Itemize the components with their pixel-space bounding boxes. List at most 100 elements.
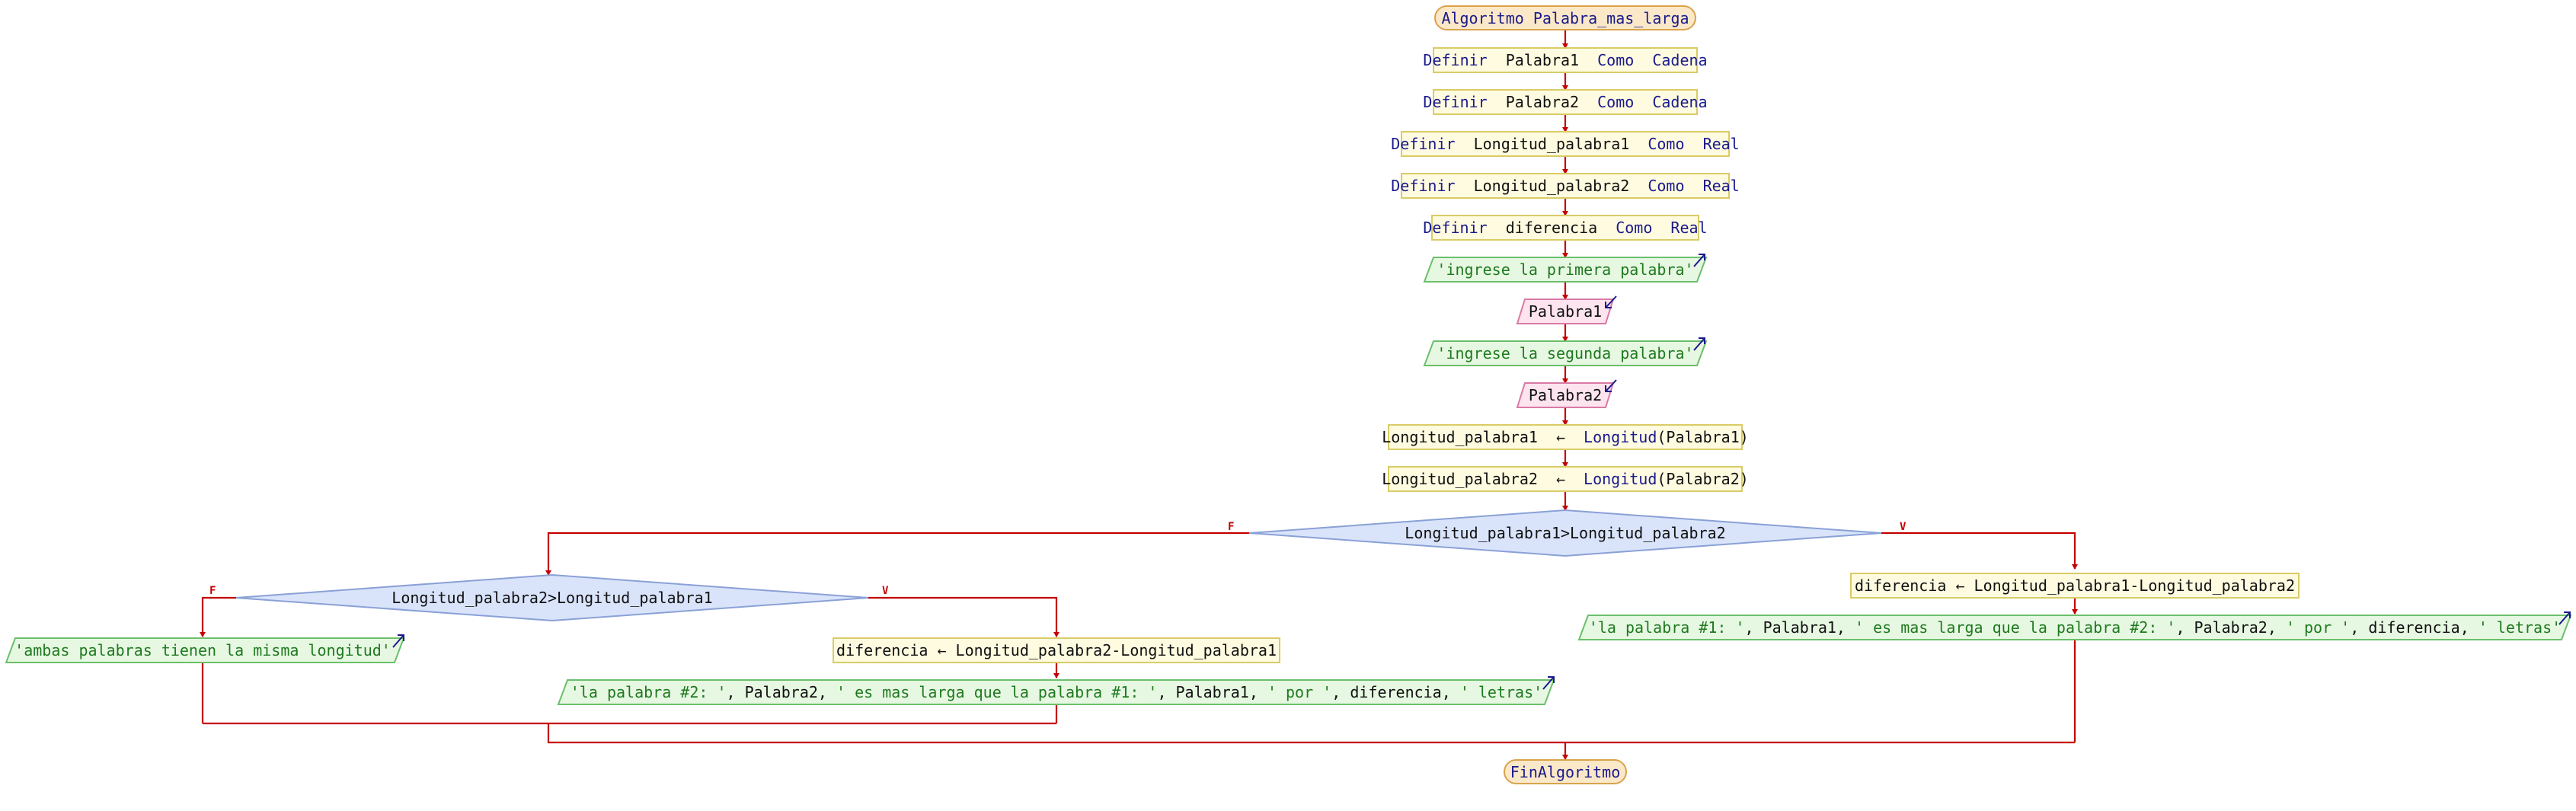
output-vars: , diferencia, [2350,618,2479,637]
output-arrow-icon [2558,611,2571,625]
function-name: Longitud [1584,428,1657,446]
output-misma-longitud: 'ambas palabras tienen la misma longitud… [5,634,405,663]
type-name: Cadena [1652,51,1707,69]
type-name: Real [1703,177,1740,195]
keyword-como: Como [1648,177,1684,195]
keyword-definir: Definir [1423,51,1487,69]
var-name: Longitud_palabra1 [1474,135,1630,153]
output-vars: , Palabra1, [1157,683,1267,701]
svg-text:Definir Longitud_palabra: Definir Longitud_palabra1 Como Real [1391,135,1739,153]
decision-2: Longitud_palabra2>Longitud_palabra1 F V [209,573,889,622]
assign-diferencia-1: diferencia ← Longitud_palabra1-Longitud_… [1850,573,2300,599]
output-vars: , Palabra2, [2175,618,2286,637]
assign-target: Longitud_palabra1 [1382,428,1538,446]
keyword-como: Como [1597,51,1634,69]
assign-arrow: ← [1556,428,1565,446]
function-arg: (Palabra1) [1657,428,1748,446]
false-label: F [1228,521,1234,533]
flow-line [547,723,2075,744]
input-arrow-icon [1605,379,1617,392]
define-palabra2: Definir Palabra2 Como Cadena [1423,89,1708,115]
keyword-definir: Definir [1391,135,1455,153]
output-string: ' es mas larga que la palabra #2: ' [1855,618,2175,637]
keyword-definir: Definir [1423,219,1487,237]
output-arrow-icon [1542,676,1555,690]
output-ingrese-primera: 'ingrese la primera palabra' [1423,254,1708,283]
define-diferencia: Definir diferencia Como Real [1423,215,1708,241]
flow-line [200,596,236,637]
assign-longitud-palabra2: Longitud_palabra2 ← Longitud(Palabra2) [1382,466,1749,492]
define-longitud-palabra1: Definir Longitud_palabra1 Como Real [1391,131,1740,157]
var-name: Longitud_palabra2 [1474,177,1630,195]
decision-1: Longitud_palabra1>Longitud_palabra2 F V [1228,509,1906,557]
end-terminator: FinAlgoritmo [1504,759,1627,784]
var-name: Palabra2 [1506,93,1579,111]
svg-text:'la palabra #2: ', Palabra2, ': 'la palabra #2: ', Palabra2, ' es mas la… [570,683,1542,701]
keyword-definir: Definir [1391,177,1455,195]
var-name: diferencia [1506,219,1597,237]
output-arrow-icon [392,634,404,648]
output-string: 'la palabra #2: ' [570,683,727,701]
function-arg: (Palabra2) [1657,470,1748,488]
start-label: Algoritmo Palabra_mas_larga [1441,9,1689,27]
decision-condition: Longitud_palabra2>Longitud_palabra1 [392,589,712,607]
input-text: Palabra1 [1529,302,1602,321]
input-palabra2: Palabra2 [1516,379,1617,408]
assign-target: Longitud_palabra2 [1382,470,1538,488]
svg-text:Definir Palabra2 C: Definir Palabra2 Como Cadena [1423,93,1707,111]
output-arrow-icon [1693,254,1705,267]
decision-condition: Longitud_palabra1>Longitud_palabra2 [1405,524,1725,542]
var-name: Palabra1 [1506,51,1579,69]
keyword-como: Como [1616,219,1652,237]
output-vars: , diferencia, [1331,683,1460,701]
assign-text: diferencia ← Longitud_palabra2-Longitud_… [836,641,1277,659]
output-vars: , Palabra2, [727,683,837,701]
define-longitud-palabra2: Definir Longitud_palabra2 Como Real [1391,173,1740,199]
type-name: Real [1670,219,1707,237]
assign-arrow: ← [1556,470,1565,488]
flow-line [868,596,1059,637]
keyword-como: Como [1597,93,1634,111]
svg-text:'la palabra #1: ', Palabra1, ': 'la palabra #1: ', Palabra1, ' es mas la… [1589,618,2561,637]
output-string: ' es mas larga que la palabra #1: ' [836,683,1157,701]
output-text: 'ambas palabras tienen la misma longitud… [14,641,391,659]
assign-longitud-palabra1: Longitud_palabra1 ← Longitud(Palabra1) [1382,424,1749,450]
flow-lines [200,30,2078,760]
true-label: V [1900,521,1906,533]
keyword-como: Como [1648,135,1684,153]
svg-text:Definir Longitud_palabra: Definir Longitud_palabra2 Como Real [1391,177,1739,195]
output-text: 'ingrese la primera palabra' [1437,260,1693,279]
start-terminator: Algoritmo Palabra_mas_larga [1434,5,1696,30]
flow-line [545,532,1249,576]
input-palabra1: Palabra1 [1516,295,1617,324]
input-arrow-icon [1605,295,1617,308]
define-palabra1: Definir Palabra1 Como Cadena [1423,47,1708,73]
output-arrow-icon [1693,337,1705,351]
type-name: Cadena [1652,93,1707,111]
svg-text:Definir Palabra1 C: Definir Palabra1 Como Cadena [1423,51,1707,69]
output-string: ' letras' [1460,683,1542,701]
true-label: V [882,585,889,597]
output-string: ' letras' [2479,618,2561,637]
assign-text: diferencia ← Longitud_palabra1-Longitud_… [1855,576,2295,595]
assign-diferencia-2: diferencia ← Longitud_palabra2-Longitud_… [833,637,1280,663]
output-text: 'ingrese la segunda palabra' [1437,344,1693,362]
output-string: ' por ' [1267,683,1331,701]
false-label: F [209,585,216,597]
keyword-definir: Definir [1423,93,1487,111]
end-label: FinAlgoritmo [1510,763,1621,781]
output-palabra1-mas-larga: 'la palabra #1: ', Palabra1, ' es mas la… [1577,611,2572,640]
output-string: 'la palabra #1: ' [1589,618,1745,637]
svg-text:Definir diferencia: Definir diferencia Como Real [1423,219,1707,237]
output-string: ' por ' [2286,618,2350,637]
output-ingrese-segunda: 'ingrese la segunda palabra' [1423,337,1708,366]
function-name: Longitud [1584,470,1657,488]
output-palabra2-mas-larga: 'la palabra #2: ', Palabra2, ' es mas la… [557,676,1555,705]
svg-text:Longitud_palabra2 ←: Longitud_palabra2 ← Longitud(Palabra2) [1382,470,1749,488]
type-name: Real [1703,135,1740,153]
input-text: Palabra2 [1529,386,1602,404]
output-vars: , Palabra1, [1745,618,1855,637]
flow-line [1881,532,2078,570]
svg-text:Longitud_palabra1 ←: Longitud_palabra1 ← Longitud(Palabra1) [1382,428,1749,446]
